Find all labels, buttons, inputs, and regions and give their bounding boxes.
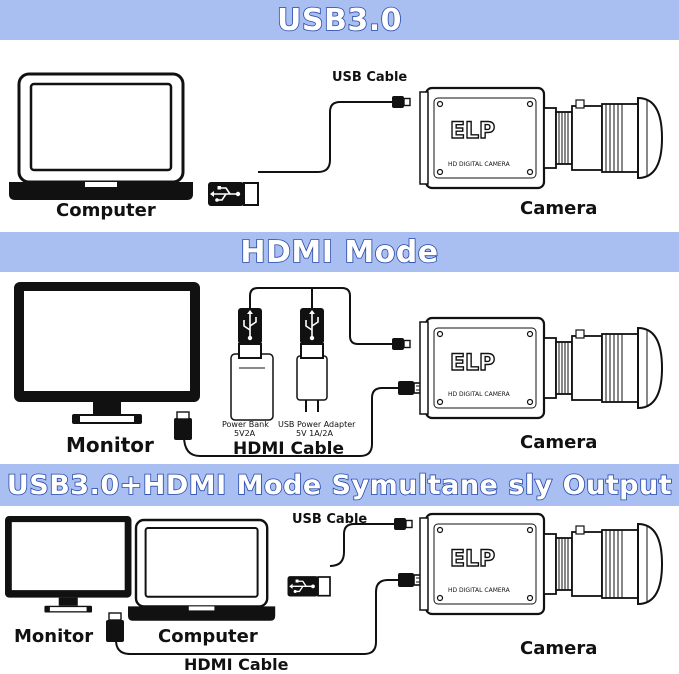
power-adapter-label: USB Power Adapter bbox=[278, 420, 356, 429]
usb-micro-plug-icon bbox=[391, 337, 411, 351]
usb-a-plug-icon bbox=[286, 575, 331, 598]
usb-cable-label: USB Cable bbox=[332, 70, 408, 85]
power-cable-line bbox=[249, 287, 392, 345]
usb-cable-line bbox=[258, 101, 392, 173]
section-usb: ELP HD DIGITAL CAMERA bbox=[7, 72, 664, 207]
section-hdmi: ELP HD DIGITAL CAMERA bbox=[14, 282, 664, 457]
hdmi-plug-icon bbox=[106, 620, 124, 642]
usb-cable-label: USB Cable bbox=[292, 512, 368, 527]
header-band-usb: USB3.0 bbox=[0, 0, 679, 40]
hdmi-plug-icon bbox=[174, 418, 192, 440]
usb-cable-line bbox=[329, 523, 394, 567]
computer-label: Computer bbox=[56, 200, 156, 221]
section-dual: ELP HD DIGITAL CAMERA bbox=[5, 512, 664, 655]
computer-icon bbox=[126, 518, 277, 622]
power-bank-icon bbox=[230, 353, 274, 421]
usb-a-plug-icon bbox=[237, 307, 263, 359]
camera-label: Camera bbox=[520, 638, 598, 659]
power-bank-spec: 5V2A bbox=[234, 429, 256, 438]
usb-micro-plug-icon bbox=[391, 95, 411, 109]
computer-icon bbox=[7, 72, 195, 202]
usb-a-plug-icon bbox=[299, 307, 325, 359]
section-title-dual: USB3.0+HDMI Mode Symultane sly Output bbox=[6, 469, 673, 502]
usb-a-plug-icon bbox=[207, 181, 259, 207]
power-adapter-spec: 5V 1A/2A bbox=[296, 429, 333, 438]
power-bank-label: Power Bank bbox=[222, 420, 269, 429]
camera-label: Camera bbox=[520, 198, 598, 219]
computer-label: Computer bbox=[158, 626, 258, 647]
header-band-dual: USB3.0+HDMI Mode Symultane sly Output bbox=[0, 464, 679, 506]
monitor-label: Monitor bbox=[66, 433, 154, 457]
hdmi-plug-icon bbox=[397, 572, 423, 588]
section-title-usb: USB3.0 bbox=[276, 2, 402, 39]
camera-brand-logo: ELP bbox=[450, 119, 495, 144]
monitor-icon bbox=[5, 516, 132, 613]
camera-brand-logo: ELP bbox=[450, 351, 495, 376]
camera-model-print: HD DIGITAL CAMERA bbox=[448, 161, 511, 168]
hdmi-cable-label: HDMI Cable bbox=[233, 439, 344, 459]
usb-micro-plug-icon bbox=[393, 517, 413, 531]
camera-model-print: HD DIGITAL CAMERA bbox=[448, 391, 511, 398]
camera-model-print: HD DIGITAL CAMERA bbox=[448, 587, 511, 594]
monitor-label: Monitor bbox=[14, 626, 94, 647]
monitor-icon bbox=[14, 282, 200, 424]
camera-label: Camera bbox=[520, 432, 598, 453]
camera-brand-logo: ELP bbox=[450, 547, 495, 572]
hdmi-cable-line bbox=[115, 579, 398, 655]
hdmi-plug-icon bbox=[397, 380, 423, 396]
power-adapter-icon bbox=[296, 355, 328, 401]
hdmi-cable-line bbox=[183, 387, 398, 457]
header-band-hdmi: HDMI Mode bbox=[0, 232, 679, 272]
hdmi-cable-label: HDMI Cable bbox=[184, 655, 289, 674]
section-title-hdmi: HDMI Mode bbox=[240, 234, 439, 271]
